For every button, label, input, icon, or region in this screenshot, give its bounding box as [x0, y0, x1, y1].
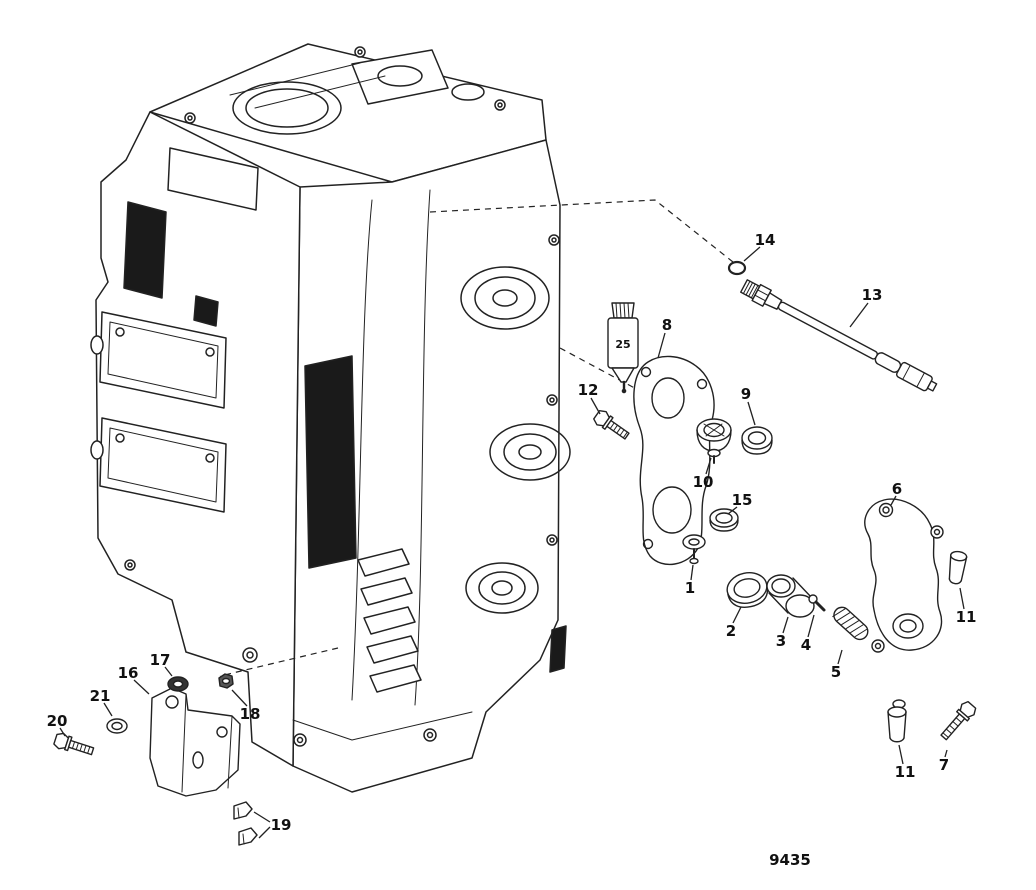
callout-7: 7 [939, 756, 949, 774]
part-o-ring-14 [727, 260, 747, 276]
assembly-dashed-lines [219, 199, 734, 677]
callout-17: 17 [150, 651, 171, 669]
callout-9: 9 [741, 385, 751, 403]
decal-small-dark [193, 295, 219, 327]
left-face-modules [90, 147, 259, 513]
callout-19: 19 [271, 816, 292, 834]
decal-tall-dark [304, 355, 357, 569]
callout-18: 18 [240, 705, 261, 723]
bolt-bosses [124, 234, 560, 747]
part-spring-5 [832, 606, 869, 641]
callout-4: 4 [801, 636, 811, 654]
callout-12: 12 [578, 381, 599, 399]
sealant-tube-label: 25 [615, 338, 630, 351]
callout-11-upper: 11 [956, 608, 977, 626]
decal-edge-dark [549, 625, 567, 673]
part-washer-15 [709, 508, 739, 532]
figure-number: 9435 [769, 851, 811, 869]
cylinder-bosses [460, 266, 571, 614]
callout-2: 2 [726, 622, 736, 640]
callout-6: 6 [892, 480, 902, 498]
callout-11-lower: 11 [895, 763, 916, 781]
part-sleeve-11-upper [948, 550, 968, 585]
part-pin-4 [808, 594, 826, 612]
callout-14: 14 [755, 231, 776, 249]
callout-3: 3 [776, 632, 786, 650]
part-thermostat-10 [696, 418, 732, 464]
part-grommet-17 [167, 676, 189, 692]
callout-8: 8 [662, 316, 672, 334]
block-fins [357, 548, 422, 693]
callout-5: 5 [831, 663, 841, 681]
callout-13: 13 [862, 286, 883, 304]
part-temp-sensor-13 [740, 279, 938, 392]
callout-21: 21 [90, 687, 111, 705]
callout-16: 16 [118, 664, 139, 682]
sealant-tube [607, 302, 639, 394]
callout-10: 10 [693, 473, 714, 491]
part-poppet-1 [682, 534, 706, 565]
callout-leader-lines [59, 246, 965, 839]
part-bracket-16 [149, 687, 241, 797]
part-gasket-8 [633, 355, 715, 566]
part-bolt-7 [940, 700, 977, 741]
decal-label-dark [123, 201, 167, 299]
top-bore-inner [245, 88, 329, 128]
part-clips-19 [233, 801, 258, 846]
callout-20: 20 [47, 712, 68, 730]
part-washer-21 [106, 718, 128, 734]
part-bolt-12 [593, 410, 630, 440]
part-nut-18 [218, 673, 234, 689]
callout-1: 1 [685, 579, 695, 597]
callout-15: 15 [732, 491, 753, 509]
block-top-face [149, 43, 547, 183]
part-cover-6 [864, 498, 944, 653]
engine-block-illustration [90, 43, 571, 793]
part-cup-3 [766, 574, 815, 618]
part-seal-9 [741, 426, 773, 455]
part-ring-2 [726, 572, 769, 608]
part-bolt-20 [53, 732, 95, 756]
part-sleeve-11-lower [887, 699, 907, 743]
